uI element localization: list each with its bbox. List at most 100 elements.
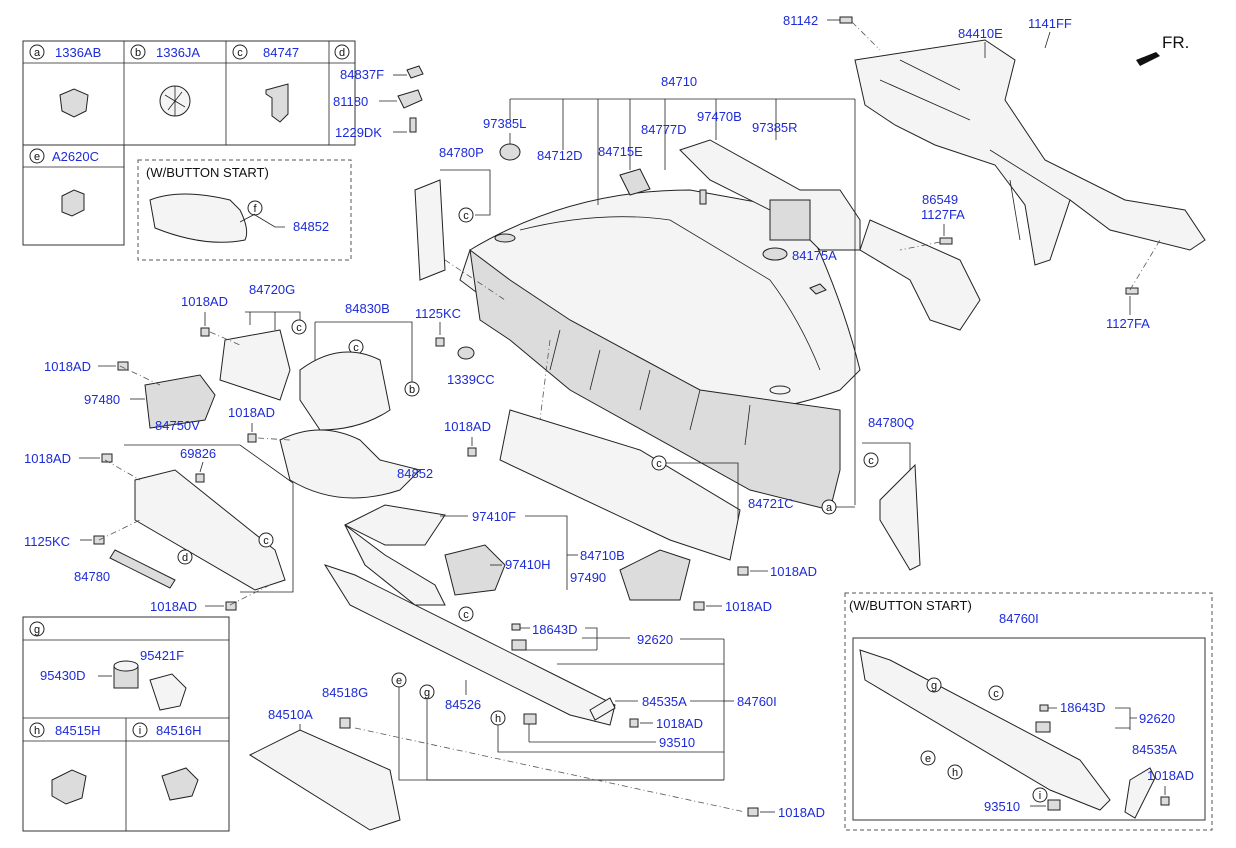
part-1018AD-8: 1018AD	[725, 599, 772, 614]
svg-text:c: c	[353, 342, 359, 354]
button-start-note-2: (W/BUTTON START)	[849, 598, 972, 613]
part-1339CC: 1339CC	[447, 372, 495, 387]
legend-table-lower	[22, 616, 230, 832]
legend-h: h 84515H	[29, 722, 101, 805]
part-84760I-a: 84760I	[737, 694, 777, 709]
svg-text:c: c	[296, 322, 302, 334]
center-fascia-84721C	[499, 409, 741, 561]
part-69826: 69826	[180, 446, 216, 461]
svg-text:c: c	[263, 535, 269, 547]
part-84715E: 84715E	[598, 144, 643, 159]
vent-97410F	[343, 504, 446, 546]
svg-text:g: g	[34, 624, 40, 636]
crash-pad-assembly	[459, 189, 861, 511]
legend-a: a 1336AB	[29, 44, 101, 118]
part-84720G: 84720G	[249, 282, 295, 297]
air-duct	[679, 139, 981, 331]
legend-i-part: 84516H	[156, 723, 202, 738]
vent-97410H	[444, 544, 506, 596]
part-1125KC-b: 1125KC	[24, 534, 70, 549]
part-81142: 81142	[783, 13, 818, 28]
bracket-icon	[161, 767, 199, 801]
legend-b: b 1336JA	[130, 44, 200, 117]
legend-d-part-2: 81180	[333, 94, 368, 109]
bezel-84710B	[344, 524, 446, 606]
part-84830B: 84830B	[345, 301, 390, 316]
svg-text:a: a	[826, 502, 833, 514]
svg-text:d: d	[339, 47, 345, 59]
front-direction-indicator: FR.	[1136, 33, 1189, 66]
part-1018AD-7: 1018AD	[770, 564, 817, 579]
part-84721C: 84721C	[748, 496, 794, 511]
svg-text:c: c	[237, 47, 243, 59]
legend-b-part: 1336JA	[156, 45, 200, 60]
clip-icon	[59, 88, 89, 118]
svg-text:g: g	[424, 687, 430, 699]
part-1141FF: 1141FF	[1028, 16, 1072, 31]
vent-97490	[619, 549, 691, 601]
part-1018AD-5: 1018AD	[150, 599, 197, 614]
legend-e-part: A2620C	[52, 149, 99, 164]
part-84535A-a: 84535A	[642, 694, 687, 709]
button-start-box-top: (W/BUTTON START) f 84852	[137, 159, 352, 261]
legend-i: i 84516H	[132, 722, 202, 801]
svg-text:e: e	[34, 151, 40, 163]
part-18643D-a: 18643D	[532, 622, 578, 637]
legend-a-letter: a	[34, 47, 41, 59]
part-1018AD-4: 1018AD	[24, 451, 71, 466]
part-84410E: 84410E	[958, 26, 1003, 41]
part-84710: 84710	[661, 74, 697, 89]
part-97410H: 97410H	[505, 557, 551, 572]
part-84760I-b: 84760I	[999, 611, 1039, 626]
legend-d-part-3: 1229DK	[335, 125, 382, 140]
part-1018AD-9: 1018AD	[656, 716, 703, 731]
fr-label: FR.	[1162, 33, 1189, 52]
svg-text:e: e	[396, 675, 402, 687]
part-84750V: 84750V	[155, 418, 200, 433]
part-97410F: 97410F	[472, 509, 516, 524]
part-84535A-b: 84535A	[1132, 742, 1177, 757]
part-84852-b: 84852	[397, 466, 433, 481]
arrow-icon	[1136, 52, 1160, 66]
part-1018AD-10: 1018AD	[778, 805, 825, 820]
legend-h-part: 84515H	[55, 723, 101, 738]
svg-text:h: h	[952, 767, 958, 779]
side-cover-right	[879, 463, 921, 571]
svg-text:h: h	[34, 725, 40, 737]
part-1018AD-6: 1018AD	[444, 419, 491, 434]
svg-text:c: c	[463, 210, 469, 222]
part-1018AD-11: 1018AD	[1147, 768, 1194, 783]
part-1127FA-a: 1127FA	[921, 207, 965, 222]
svg-text:c: c	[993, 688, 999, 700]
side-cover-left	[414, 179, 446, 281]
vent-97480	[144, 374, 216, 429]
svg-text:g: g	[931, 680, 937, 692]
part-97470B: 97470B	[697, 109, 742, 124]
part-1127FA-b: 1127FA	[1106, 316, 1150, 331]
part-1018AD-1: 1018AD	[181, 294, 228, 309]
part-1018AD-3: 1018AD	[228, 405, 275, 420]
legend-g-part-1: 95430D	[40, 668, 86, 683]
legend-g-part-2: 95421F	[140, 648, 184, 663]
clip-icon	[265, 83, 289, 123]
cowl-cross-beam	[854, 39, 1206, 266]
part-93510-a: 93510	[659, 735, 695, 750]
svg-text:i: i	[1039, 790, 1041, 802]
button-start-box-bottom: (W/BUTTON START) 84760I g c 18643D 92620…	[844, 592, 1213, 831]
clip-icon	[61, 189, 85, 217]
legend-c-part: 84747	[263, 45, 299, 60]
svg-text:c: c	[868, 455, 874, 467]
bracket-icon	[51, 769, 87, 805]
part-92620-b: 92620	[1139, 711, 1175, 726]
part-84518G: 84518G	[322, 685, 368, 700]
legend-d: d 84837F 81180 1229DK	[333, 44, 424, 140]
part-84710B: 84710B	[580, 548, 625, 563]
legend-d-part-1: 84837F	[340, 67, 384, 82]
lower-panel-84750V	[134, 469, 286, 591]
part-92620-a: 92620	[637, 632, 673, 647]
legend-g: g 95430D 95421F	[29, 621, 187, 711]
legend-table	[22, 40, 356, 246]
part-84780: 84780	[74, 569, 110, 584]
